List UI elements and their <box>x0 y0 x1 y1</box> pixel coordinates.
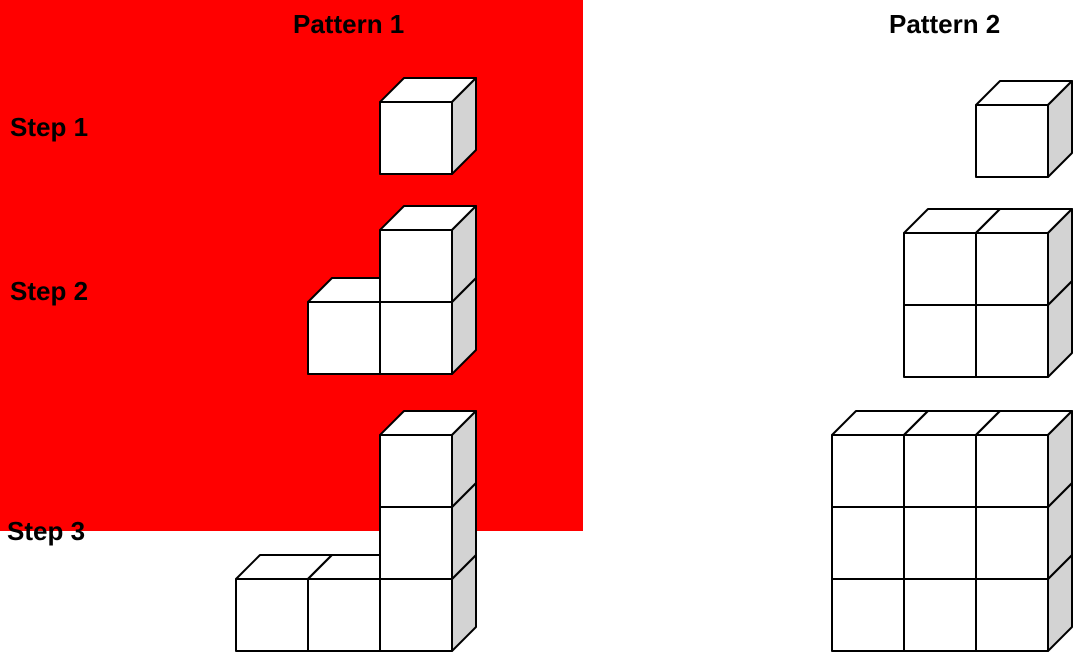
cube-front-face <box>308 302 380 374</box>
cube-front-face <box>380 579 452 651</box>
cube-front-face <box>904 507 976 579</box>
cube-front-face <box>976 105 1048 177</box>
cube-front-face <box>380 102 452 174</box>
cube-front-face <box>976 305 1048 377</box>
cube <box>976 81 1072 177</box>
cube-front-face <box>976 233 1048 305</box>
cube-front-face <box>832 507 904 579</box>
cube <box>976 209 1072 305</box>
cube-front-face <box>380 435 452 507</box>
cube-front-face <box>976 435 1048 507</box>
cube-front-face <box>904 435 976 507</box>
cube-front-face <box>380 507 452 579</box>
cube-front-face <box>904 233 976 305</box>
pattern-1-step-1-stack <box>380 78 476 174</box>
pattern-1-step-2-stack <box>308 206 476 374</box>
cube-front-face <box>976 507 1048 579</box>
cube-front-face <box>380 230 452 302</box>
cube-front-face <box>380 302 452 374</box>
cube <box>380 78 476 174</box>
cube-front-face <box>976 579 1048 651</box>
cube-front-face <box>236 579 308 651</box>
pattern-2-step-3-stack <box>832 411 1072 651</box>
cube-front-face <box>308 579 380 651</box>
pattern-1-step-3-stack <box>236 411 476 651</box>
cube-front-face <box>832 579 904 651</box>
pattern-2-step-1-stack <box>976 81 1072 177</box>
pattern-2-step-2-stack <box>904 209 1072 377</box>
cube-front-face <box>904 579 976 651</box>
cube <box>976 411 1072 507</box>
cube <box>380 411 476 507</box>
cube-front-face <box>832 435 904 507</box>
cube-front-face <box>904 305 976 377</box>
cube <box>380 206 476 302</box>
